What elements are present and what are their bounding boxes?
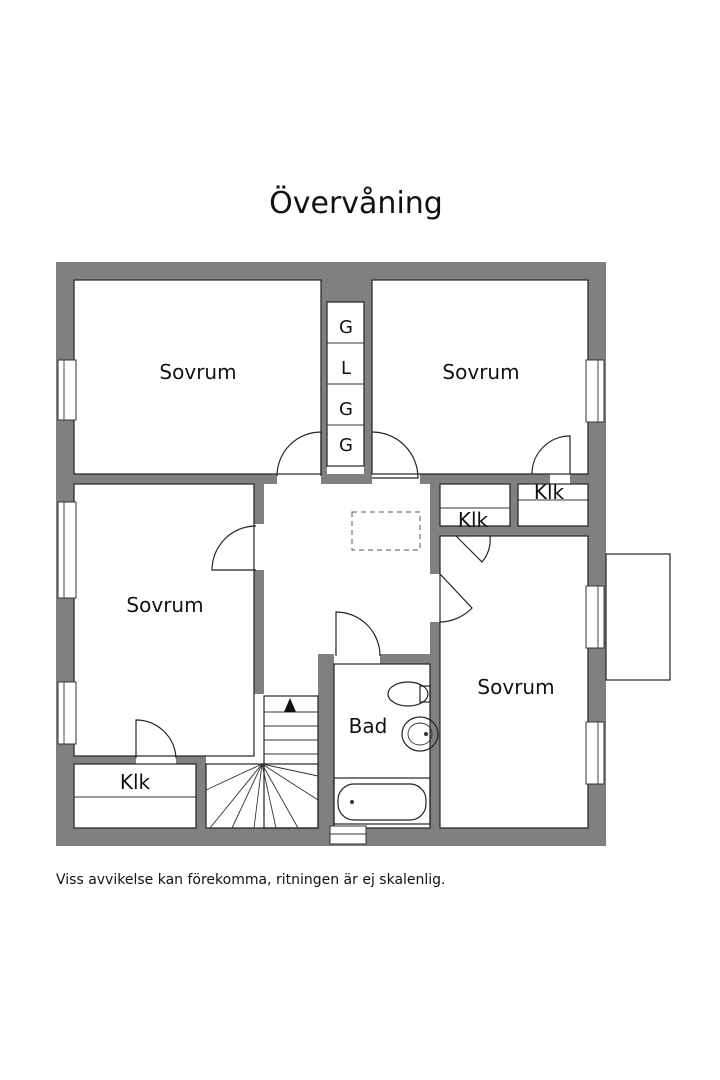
wardrobe-column: G L G G [326,301,365,467]
toilet-icon [387,681,431,707]
balcony [605,553,671,681]
bathtub-icon [333,777,431,825]
attic-hatch [351,511,421,551]
room-label-bedroom-nw: Sovrum [159,360,236,384]
bathroom-fixtures [333,681,439,825]
room-label-closet-sw: Klk [120,770,151,794]
staircase [205,695,319,829]
wardrobe-label-3: G [339,399,353,420]
room-label-closet-center: Klk [458,508,489,532]
room-label-bedroom-e: Sovrum [477,675,554,699]
room-label-closet-ne: Klk [534,480,565,504]
windows [57,359,605,845]
room-label-bedroom-ne: Sovrum [442,360,519,384]
room-label-bathroom: Bad [349,714,388,738]
wardrobe-label-4: G [339,435,353,456]
wardrobe-label-1: G [339,317,353,338]
floor-title: Övervåning [269,186,443,221]
disclaimer-note: Viss avvikelse kan förekomma, ritningen … [56,872,446,888]
wardrobe-label-2: L [341,358,351,379]
door-swings [135,431,571,759]
stair-arrow-icon [284,698,296,712]
sink-icon [401,716,439,752]
room-label-bedroom-w: Sovrum [126,593,203,617]
